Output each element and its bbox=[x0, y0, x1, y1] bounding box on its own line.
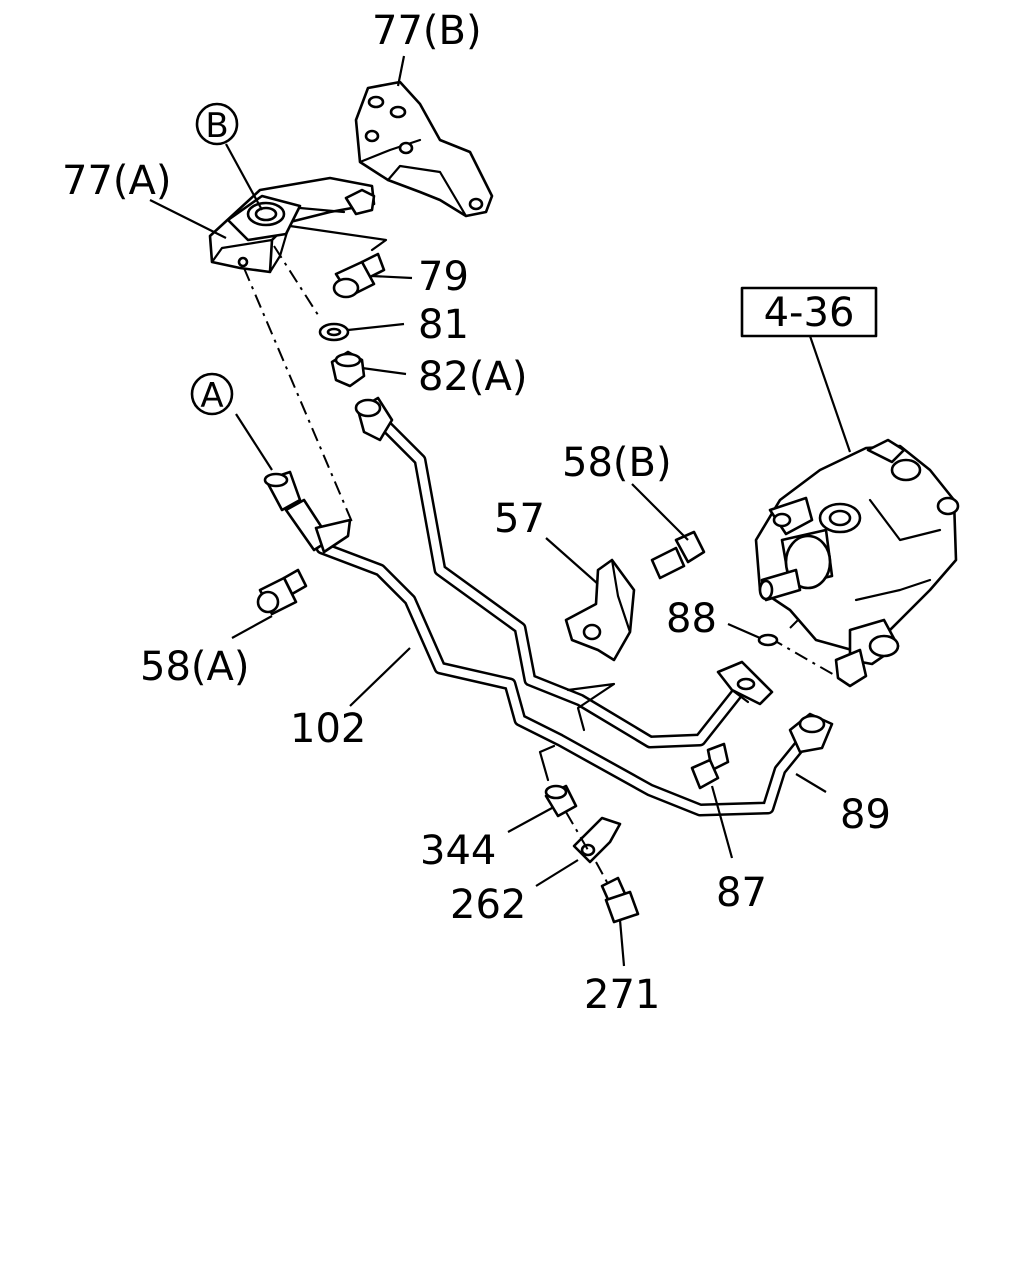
ref-circle-b: B bbox=[195, 102, 239, 146]
pump-4-36 bbox=[754, 438, 960, 688]
label-88: 88 bbox=[666, 596, 717, 642]
fitting-89 bbox=[788, 712, 834, 754]
bracket-77a bbox=[208, 176, 388, 274]
label-271: 271 bbox=[584, 972, 660, 1018]
bolt-58a bbox=[256, 568, 308, 616]
leader-lines bbox=[149, 55, 852, 967]
label-89: 89 bbox=[840, 792, 891, 838]
clamp-58a bbox=[314, 518, 352, 554]
label-87: 87 bbox=[716, 870, 767, 916]
ref-circle-a: A bbox=[190, 372, 234, 416]
washer-81 bbox=[318, 322, 350, 342]
bracket-57 bbox=[564, 558, 636, 662]
pipe-upper bbox=[354, 396, 745, 749]
pipe-102 bbox=[315, 541, 813, 817]
label-58b: 58(B) bbox=[562, 440, 672, 486]
pipe-flange bbox=[716, 660, 774, 706]
label-262: 262 bbox=[450, 882, 526, 928]
bolt-79 bbox=[332, 252, 386, 299]
label-57: 57 bbox=[494, 496, 545, 542]
label-81: 81 bbox=[418, 302, 469, 348]
label-77b: 77(B) bbox=[372, 8, 482, 54]
label-344: 344 bbox=[420, 828, 496, 874]
nut-82a bbox=[330, 350, 366, 388]
o-ring-88 bbox=[757, 633, 779, 647]
label-4-36: 4-36 bbox=[764, 290, 855, 336]
ref-b-label: B bbox=[205, 106, 228, 146]
part-labels: 77(B) 77(A) 79 81 82(A) 4-36 58(B) 57 88… bbox=[62, 8, 891, 1018]
clip-262 bbox=[572, 816, 622, 864]
bolt-58b bbox=[650, 530, 706, 580]
label-79: 79 bbox=[418, 254, 469, 300]
collar-344 bbox=[544, 784, 578, 818]
bracket-77b bbox=[354, 80, 494, 218]
label-58a: 58(A) bbox=[140, 644, 249, 690]
label-102: 102 bbox=[290, 706, 366, 752]
ref-a-label: A bbox=[200, 376, 223, 416]
ref-box-4-36 bbox=[740, 286, 878, 338]
bolt-87 bbox=[690, 742, 730, 790]
label-82a: 82(A) bbox=[418, 354, 527, 400]
pipe-clamp bbox=[566, 682, 616, 732]
bolt-271 bbox=[600, 876, 640, 924]
label-77a: 77(A) bbox=[62, 158, 171, 204]
